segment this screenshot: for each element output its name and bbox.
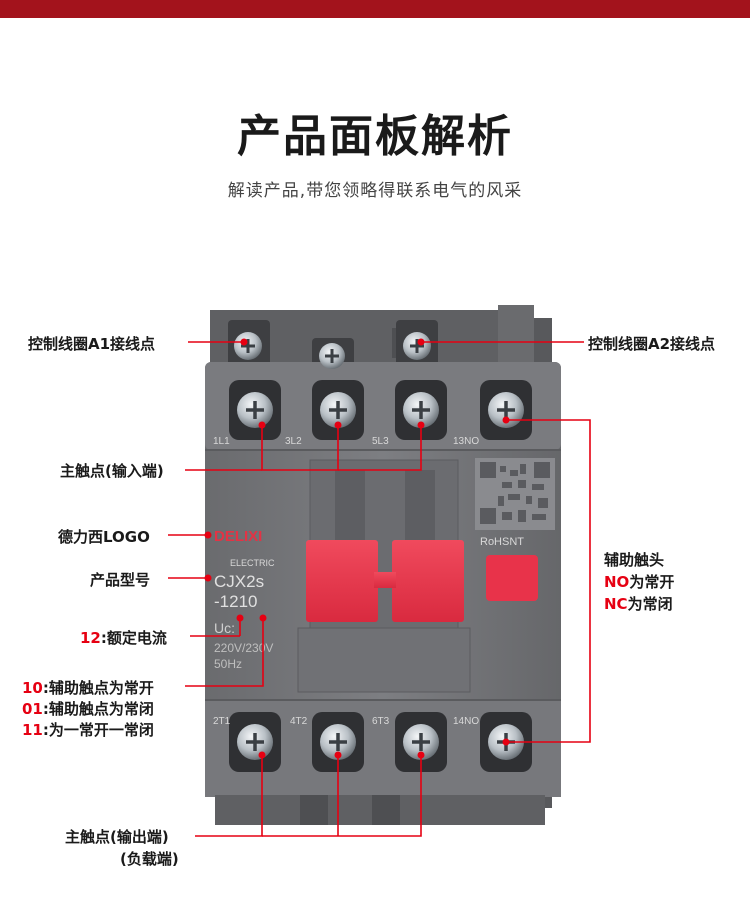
label-aux-nc: 01:辅助触点为常闭 bbox=[22, 698, 154, 719]
brand-logo: DELIXI bbox=[214, 528, 262, 545]
label-coil-a1: 控制线圈A1接线点 bbox=[28, 335, 156, 353]
no-code: NO bbox=[604, 573, 630, 591]
model-line-1: CJX2s bbox=[214, 572, 264, 591]
nc-code: NC bbox=[604, 595, 628, 613]
aux-no-desc: :辅助触点为常开 bbox=[42, 679, 154, 697]
aux-nc-code: 01 bbox=[22, 700, 43, 718]
terminal-label-6t3: 6T3 bbox=[372, 716, 390, 727]
actuator-button bbox=[306, 540, 464, 622]
qr-code bbox=[475, 458, 555, 530]
no-desc: 为常开 bbox=[629, 573, 675, 591]
terminal-label-5l3: 5L3 bbox=[372, 436, 389, 447]
aux-nc-desc: :辅助触点为常闭 bbox=[42, 700, 154, 718]
page-subtitle: 解读产品,带您领略得联系电气的风采 bbox=[227, 181, 523, 201]
terminal-label-14no: 14NO bbox=[453, 716, 479, 727]
page-title: 产品面板解析 bbox=[237, 111, 513, 162]
label-logo: 德力西LOGO bbox=[58, 528, 150, 546]
nc-desc: 为常闭 bbox=[627, 595, 673, 613]
label-aux-no-def: NO为常开 bbox=[604, 571, 674, 592]
label-aux-mix: 11:为一常开一常闭 bbox=[22, 719, 154, 740]
current-desc: :额定电流 bbox=[100, 629, 167, 647]
label-aux-no: 10:辅助触点为常开 bbox=[22, 677, 154, 698]
terminal-label-3l2: 3L2 bbox=[285, 436, 302, 447]
cert-mark: RoHSNT bbox=[480, 536, 524, 548]
frequency-value: 50Hz bbox=[214, 657, 242, 671]
label-model: 产品型号 bbox=[90, 571, 151, 589]
label-aux-head: 辅助触头 bbox=[604, 551, 665, 569]
label-main-input: 主触点(输入端) bbox=[60, 462, 164, 480]
voltage-label: Uc: bbox=[214, 620, 235, 636]
label-main-output: 主触点(输出端) bbox=[65, 828, 169, 846]
aux-no-code: 10 bbox=[22, 679, 43, 697]
leader-dots bbox=[204, 338, 510, 759]
label-coil-a2: 控制线圈A2接线点 bbox=[588, 335, 716, 353]
aux-mix-code: 11 bbox=[22, 721, 43, 739]
brand-sub: ELECTRIC bbox=[230, 558, 275, 568]
current-code: 12 bbox=[80, 629, 101, 647]
label-load-side: (负载端) bbox=[120, 850, 179, 868]
indicator-window bbox=[486, 555, 538, 601]
terminal-label-1l1: 1L1 bbox=[213, 436, 230, 447]
terminal-label-2t1: 2T1 bbox=[213, 716, 231, 727]
terminal-label-13no: 13NO bbox=[453, 436, 479, 447]
label-rated-current: 12:额定电流 bbox=[80, 627, 167, 648]
leader-lines bbox=[168, 341, 591, 837]
aux-mix-desc: :为一常开一常闭 bbox=[42, 721, 154, 739]
voltage-value: 220V/230V bbox=[214, 641, 273, 655]
label-aux-nc-def: NC为常闭 bbox=[604, 593, 673, 614]
top-banner bbox=[0, 0, 750, 18]
terminal-label-4t2: 4T2 bbox=[290, 716, 308, 727]
model-line-2: -1210 bbox=[214, 592, 257, 611]
